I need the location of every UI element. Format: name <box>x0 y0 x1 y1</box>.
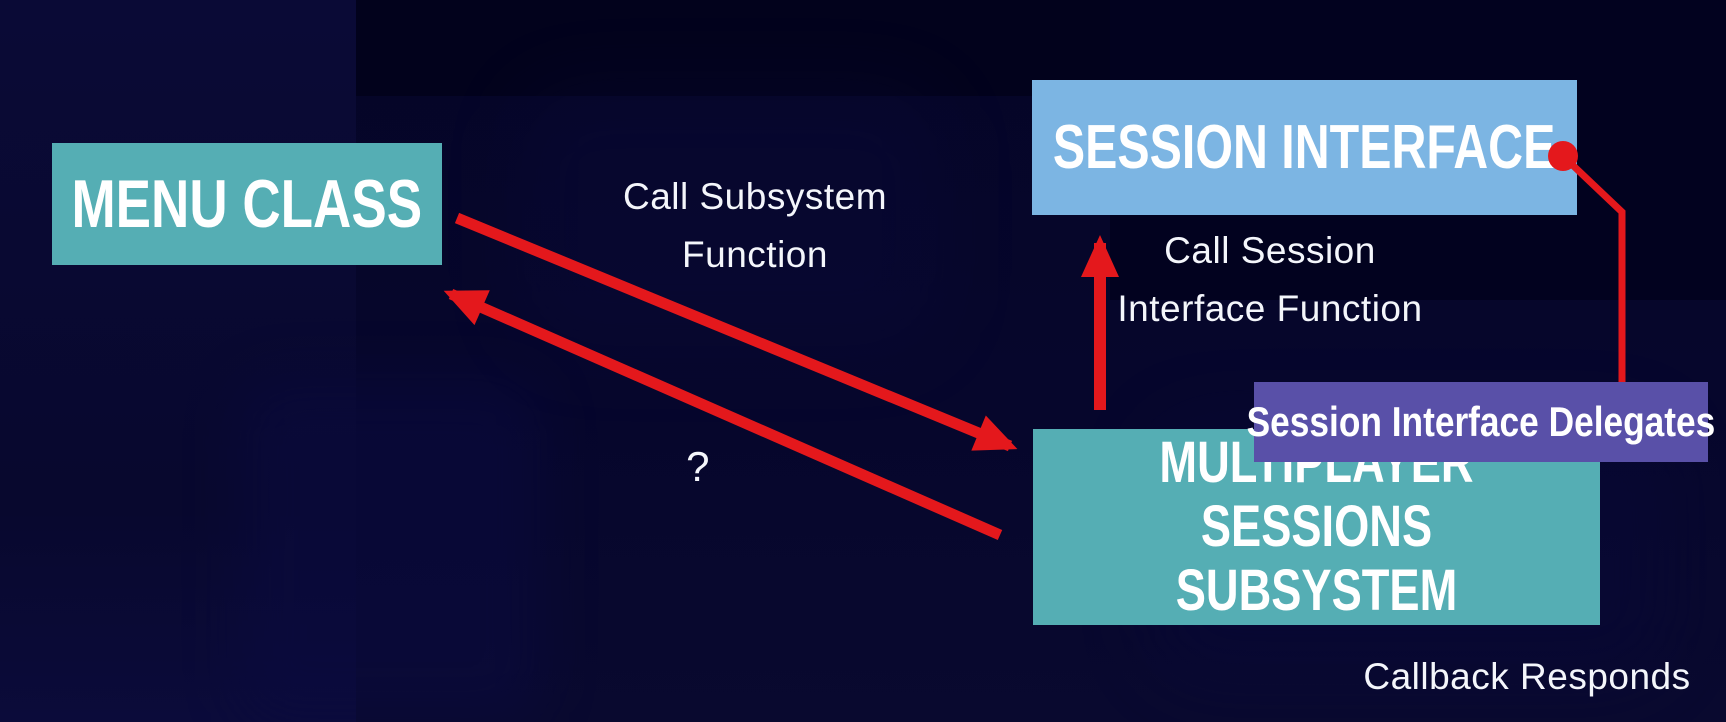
label-call-subsystem-function: Call Subsystem Function <box>540 168 970 284</box>
node-delegates-label: Session Interface Delegates <box>1246 397 1716 445</box>
node-menu-class-label: MENU CLASS <box>71 165 423 242</box>
node-session-interface-label: SESSION INTERFACE <box>1053 112 1556 182</box>
label-call-session-interface-function: Call Session Interface Function <box>1040 222 1500 338</box>
label-question-mark: ? <box>686 443 710 490</box>
node-session-interface: SESSION INTERFACE <box>1032 80 1577 215</box>
node-menu-class: MENU CLASS <box>52 143 442 265</box>
label-call-session-line2: Interface Function <box>1117 288 1423 329</box>
background-left-column <box>0 0 356 722</box>
background-blur-shape <box>240 380 540 722</box>
label-call-subsystem-line2: Function <box>682 234 828 275</box>
label-callback-responds: Callback Responds <box>1363 656 1691 697</box>
node-multiplayer-label-line2: SUBSYSTEM <box>1175 557 1458 623</box>
label-call-subsystem-line1: Call Subsystem <box>622 176 888 217</box>
label-call-session-line1: Call Session <box>1164 230 1376 271</box>
node-session-interface-delegates: Session Interface Delegates <box>1247 382 1715 462</box>
